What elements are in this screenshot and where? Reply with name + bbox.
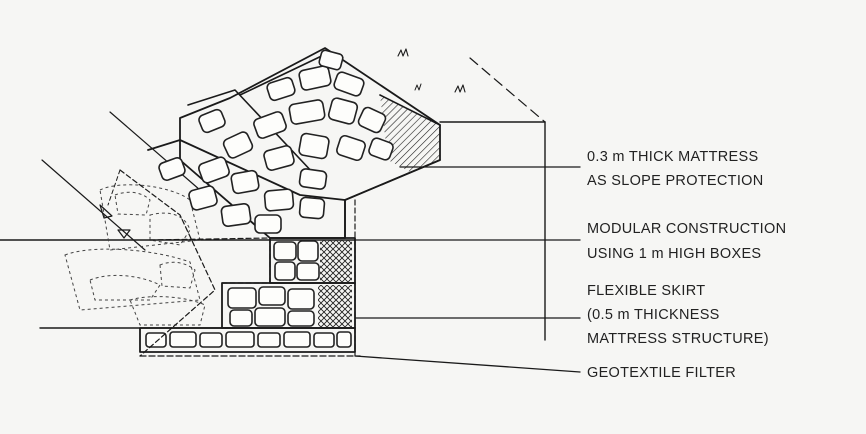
leader-lines [354,166,581,373]
label-modular-line2: USING 1 m HIGH BOXES [587,246,762,262]
ground-lines [397,48,546,341]
label-skirt-line1: FLEXIBLE SKIRT [587,283,706,299]
label-geotextile: GEOTEXTILE FILTER [587,365,737,381]
label-mattress-line1: 0.3 m THICK MATTRESS [587,149,759,165]
middle-gabion-box [149,237,356,284]
lower-gabion-box [221,282,356,329]
label-modular-line1: MODULAR CONSTRUCTION [587,221,787,237]
label-skirt-line3: MATTRESS STRUCTURE) [587,331,769,347]
hidden-stones [64,184,206,326]
geotextile-line [119,169,356,357]
slope-mattress [147,47,441,239]
label-skirt-line2: (0.5 m THICKNESS [587,307,720,323]
slope-guides [41,111,201,251]
label-mattress-line2: AS SLOPE PROTECTION [587,173,764,189]
skirt-mattress [139,327,361,357]
